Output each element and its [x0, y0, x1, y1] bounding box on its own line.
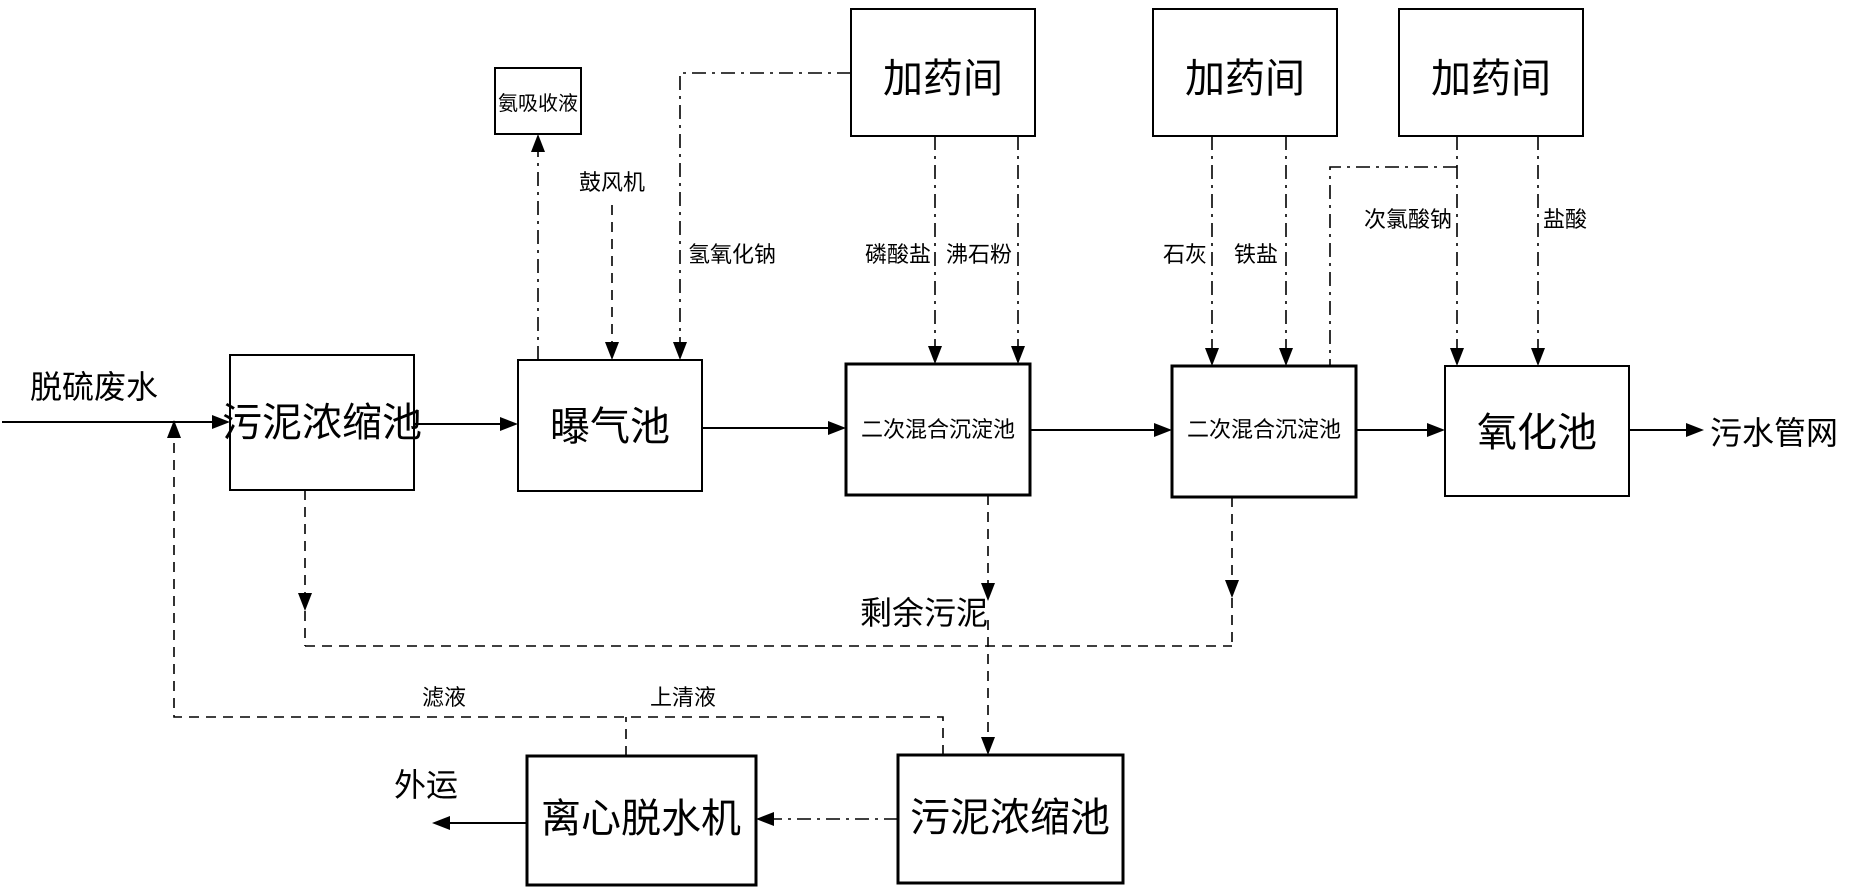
outlet-label: 污水管网	[1710, 414, 1838, 452]
arrow-sludge-from-mix1	[981, 583, 995, 601]
arrow-return-to-inlet	[167, 420, 181, 438]
line-return-to-inlet	[173, 438, 944, 755]
arrow-mix2-oxidation	[1427, 423, 1445, 437]
arrow-iron-salt	[1279, 348, 1293, 366]
oxidation-tank-label: 氧化池	[1477, 410, 1597, 456]
centrifuge-box: 离心脱水机	[525, 754, 758, 887]
line-sodium-hydroxide	[679, 72, 851, 342]
supernatant-label: 上清液	[650, 686, 716, 711]
sludge-thickener-bottom-box: 污泥浓缩池	[896, 753, 1125, 885]
secondary-mixing-tank-box-1: 二次混合沉淀池	[844, 362, 1032, 497]
line-hypochlorite-branch	[1329, 166, 1457, 366]
secondary-mixing-tank-box-2: 二次混合沉淀池	[1170, 364, 1358, 499]
dosing-room-box-1: 加药间	[850, 8, 1036, 137]
aeration-tank-label: 曝气池	[550, 404, 670, 450]
aeration-tank-box: 曝气池	[517, 359, 703, 492]
arrow-inlet	[212, 415, 230, 429]
arrow-sodium-hydroxide	[673, 342, 687, 360]
arrow-hydrochloric-acid	[1531, 348, 1545, 366]
arrow-sodium-hypochlorite	[1450, 348, 1464, 366]
arrow-sludge-from-mix2	[1225, 580, 1239, 598]
arrow-blower	[605, 342, 619, 360]
sludge-thickener-bottom-label: 污泥浓缩池	[910, 795, 1110, 841]
excess-sludge-label: 剩余污泥	[860, 594, 988, 632]
hydrochloric-acid-label: 盐酸	[1543, 208, 1587, 233]
blower-label: 鼓风机	[579, 171, 645, 196]
arrow-thickener-aeration	[500, 417, 518, 431]
arrow-thickener-to-centrifuge	[756, 812, 774, 826]
sodium-hypochlorite-label: 次氯酸钠	[1364, 208, 1452, 233]
zeolite-label: 沸石粉	[946, 243, 1012, 268]
arrow-mix1-mix2	[1154, 423, 1172, 437]
arrow-aeration-mix1	[828, 421, 846, 435]
phosphate-label: 磷酸盐	[865, 243, 931, 268]
arrow-to-ammonia	[531, 134, 545, 152]
dosing-room-label-1: 加药间	[883, 56, 1003, 102]
dosing-room-box-3: 加药间	[1398, 8, 1584, 137]
arrow-phosphate	[928, 346, 942, 364]
filtrate-label: 滤液	[422, 686, 466, 711]
ammonia-absorption-box: 氨吸收液	[494, 67, 582, 135]
sludge-thickener-top-box: 污泥浓缩池	[222, 354, 422, 491]
arrow-transport-out	[432, 816, 450, 830]
arrow-sludge-to-bottom-thickener	[981, 737, 995, 755]
arrow-lime	[1205, 348, 1219, 366]
sodium-hydroxide-label: 氢氧化钠	[688, 243, 776, 268]
arrow-outlet	[1686, 423, 1704, 437]
centrifuge-label: 离心脱水机	[541, 796, 741, 842]
dosing-room-box-2: 加药间	[1152, 8, 1338, 137]
sludge-thickener-top-label: 污泥浓缩池	[222, 400, 422, 446]
oxidation-tank-box: 氧化池	[1444, 365, 1630, 497]
inlet-label: 脱硫废水	[30, 368, 158, 406]
dosing-room-label-3: 加药间	[1431, 56, 1551, 102]
lime-label: 石灰	[1163, 243, 1207, 268]
arrow-sludge-from-thickener	[298, 593, 312, 611]
secondary-mixing-tank-label-2: 二次混合沉淀池	[1187, 418, 1341, 443]
ammonia-absorption-label: 氨吸收液	[498, 91, 578, 115]
transport-out-label: 外运	[394, 766, 458, 804]
dosing-room-label-2: 加药间	[1185, 56, 1305, 102]
iron-salt-label: 铁盐	[1234, 243, 1278, 268]
arrow-zeolite	[1011, 346, 1025, 364]
secondary-mixing-tank-label-1: 二次混合沉淀池	[861, 418, 1015, 443]
